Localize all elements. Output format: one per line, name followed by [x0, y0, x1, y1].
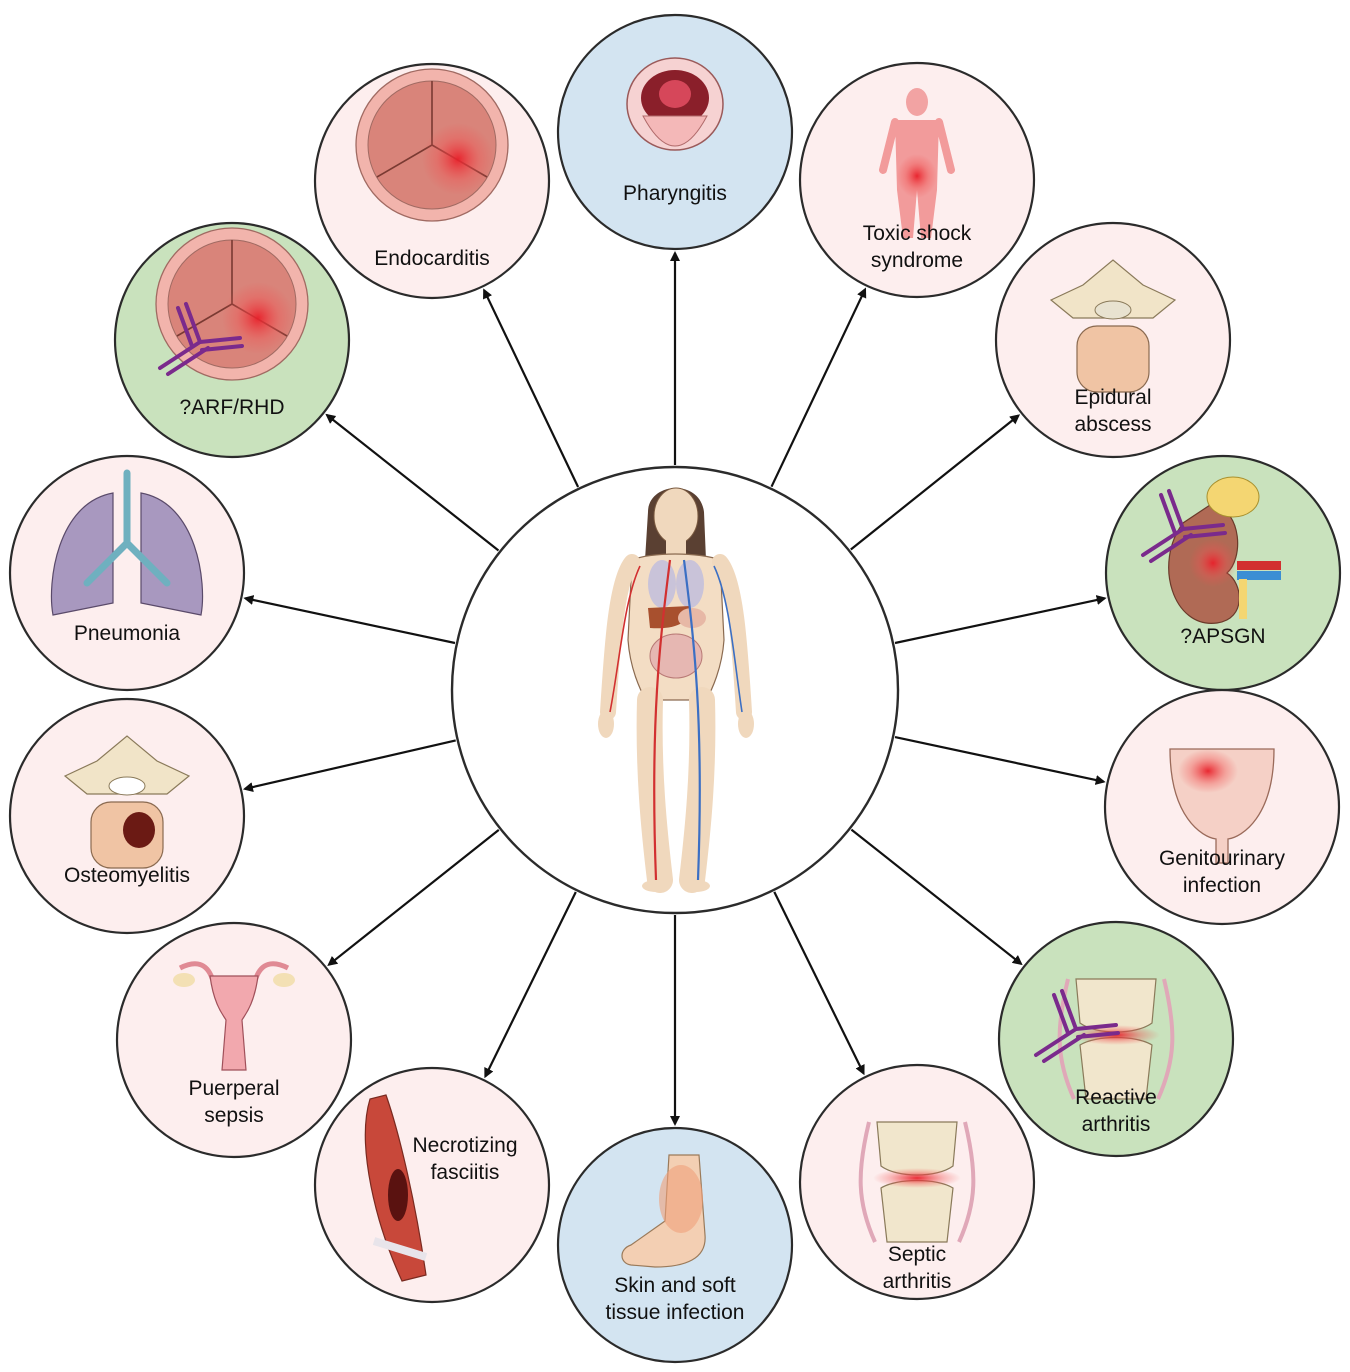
arrow-to-necrotizing-fasciitis — [485, 892, 576, 1076]
genitourinary-infection-label-1: Genitourinary — [1159, 847, 1286, 870]
puerperal-sepsis-label-1: Puerperal — [188, 1077, 279, 1100]
node-apsgn: ?APSGN — [1106, 456, 1340, 690]
osteomyelitis-label-1: Osteomyelitis — [64, 864, 190, 887]
pneumonia-label-1: Pneumonia — [74, 622, 181, 645]
septic-arthritis-label-2: arthritis — [883, 1270, 952, 1293]
node-septic-arthritis: Septic arthritis — [800, 1065, 1034, 1299]
arrow-to-arf-rhd — [327, 415, 499, 551]
node-epidural-abscess: Epidural abscess — [996, 223, 1230, 457]
toxic-shock-syndrome-label-2: syndrome — [871, 249, 963, 272]
node-reactive-arthritis: Reactive arthritis — [999, 922, 1233, 1156]
node-pneumonia: Pneumonia — [10, 456, 244, 690]
node-necrotizing-fasciitis: Necrotizing fasciitis — [315, 1068, 549, 1302]
genitourinary-infection-label-2: infection — [1183, 874, 1261, 897]
reactive-arthritis-label-1: Reactive — [1075, 1086, 1157, 1109]
arrow-to-toxic-shock-syndrome — [772, 289, 866, 486]
apsgn-label-1: ?APSGN — [1180, 625, 1265, 648]
center-node — [452, 467, 898, 913]
arrow-to-genitourinary-infection — [895, 737, 1104, 782]
node-osteomyelitis: Osteomyelitis — [10, 699, 244, 933]
arrow-to-apsgn — [895, 598, 1105, 643]
arrow-to-endocarditis — [484, 290, 578, 487]
node-genitourinary-infection: Genitourinary infection — [1105, 690, 1339, 924]
node-toxic-shock-syndrome: Toxic shock syndrome — [800, 63, 1034, 297]
node-endocarditis: Endocarditis — [315, 64, 549, 298]
endocarditis-label-1: Endocarditis — [374, 247, 490, 270]
necrotizing-fasciitis-circle — [315, 1068, 549, 1302]
arrow-to-reactive-arthritis — [851, 830, 1021, 964]
puerperal-sepsis-label-2: sepsis — [204, 1104, 264, 1127]
septic-arthritis-label-1: Septic — [888, 1243, 946, 1266]
node-pharyngitis: Pharyngitis — [558, 15, 792, 249]
pharyngitis-label-1: Pharyngitis — [623, 182, 727, 205]
toxic-shock-syndrome-label-1: Toxic shock — [863, 222, 972, 245]
node-skin-soft-tissue-infection: Skin and soft tissue infection — [558, 1128, 792, 1362]
necrotizing-fasciitis-label-1: Necrotizing — [412, 1134, 517, 1157]
heart-valve-icon — [356, 69, 508, 221]
arf-rhd-label-1: ?ARF/RHD — [179, 396, 284, 419]
skin-soft-tissue-infection-label-1: Skin and soft — [614, 1274, 736, 1297]
node-arf-rhd: ?ARF/RHD — [115, 223, 349, 457]
epidural-abscess-label-2: abscess — [1074, 413, 1151, 436]
arrow-to-pneumonia — [245, 598, 455, 643]
open-mouth-icon — [627, 58, 723, 150]
arrow-to-epidural-abscess — [851, 416, 1019, 550]
skin-soft-tissue-infection-label-2: tissue infection — [606, 1301, 745, 1324]
node-puerperal-sepsis: Puerperal sepsis — [117, 923, 351, 1157]
reactive-arthritis-label-2: arthritis — [1082, 1113, 1151, 1136]
arrow-to-osteomyelitis — [245, 740, 456, 789]
arrow-to-septic-arthritis — [774, 892, 863, 1074]
arrow-to-puerperal-sepsis — [329, 830, 499, 965]
necrotizing-fasciitis-label-2: fasciitis — [431, 1161, 500, 1184]
epidural-abscess-label-1: Epidural — [1074, 386, 1151, 409]
